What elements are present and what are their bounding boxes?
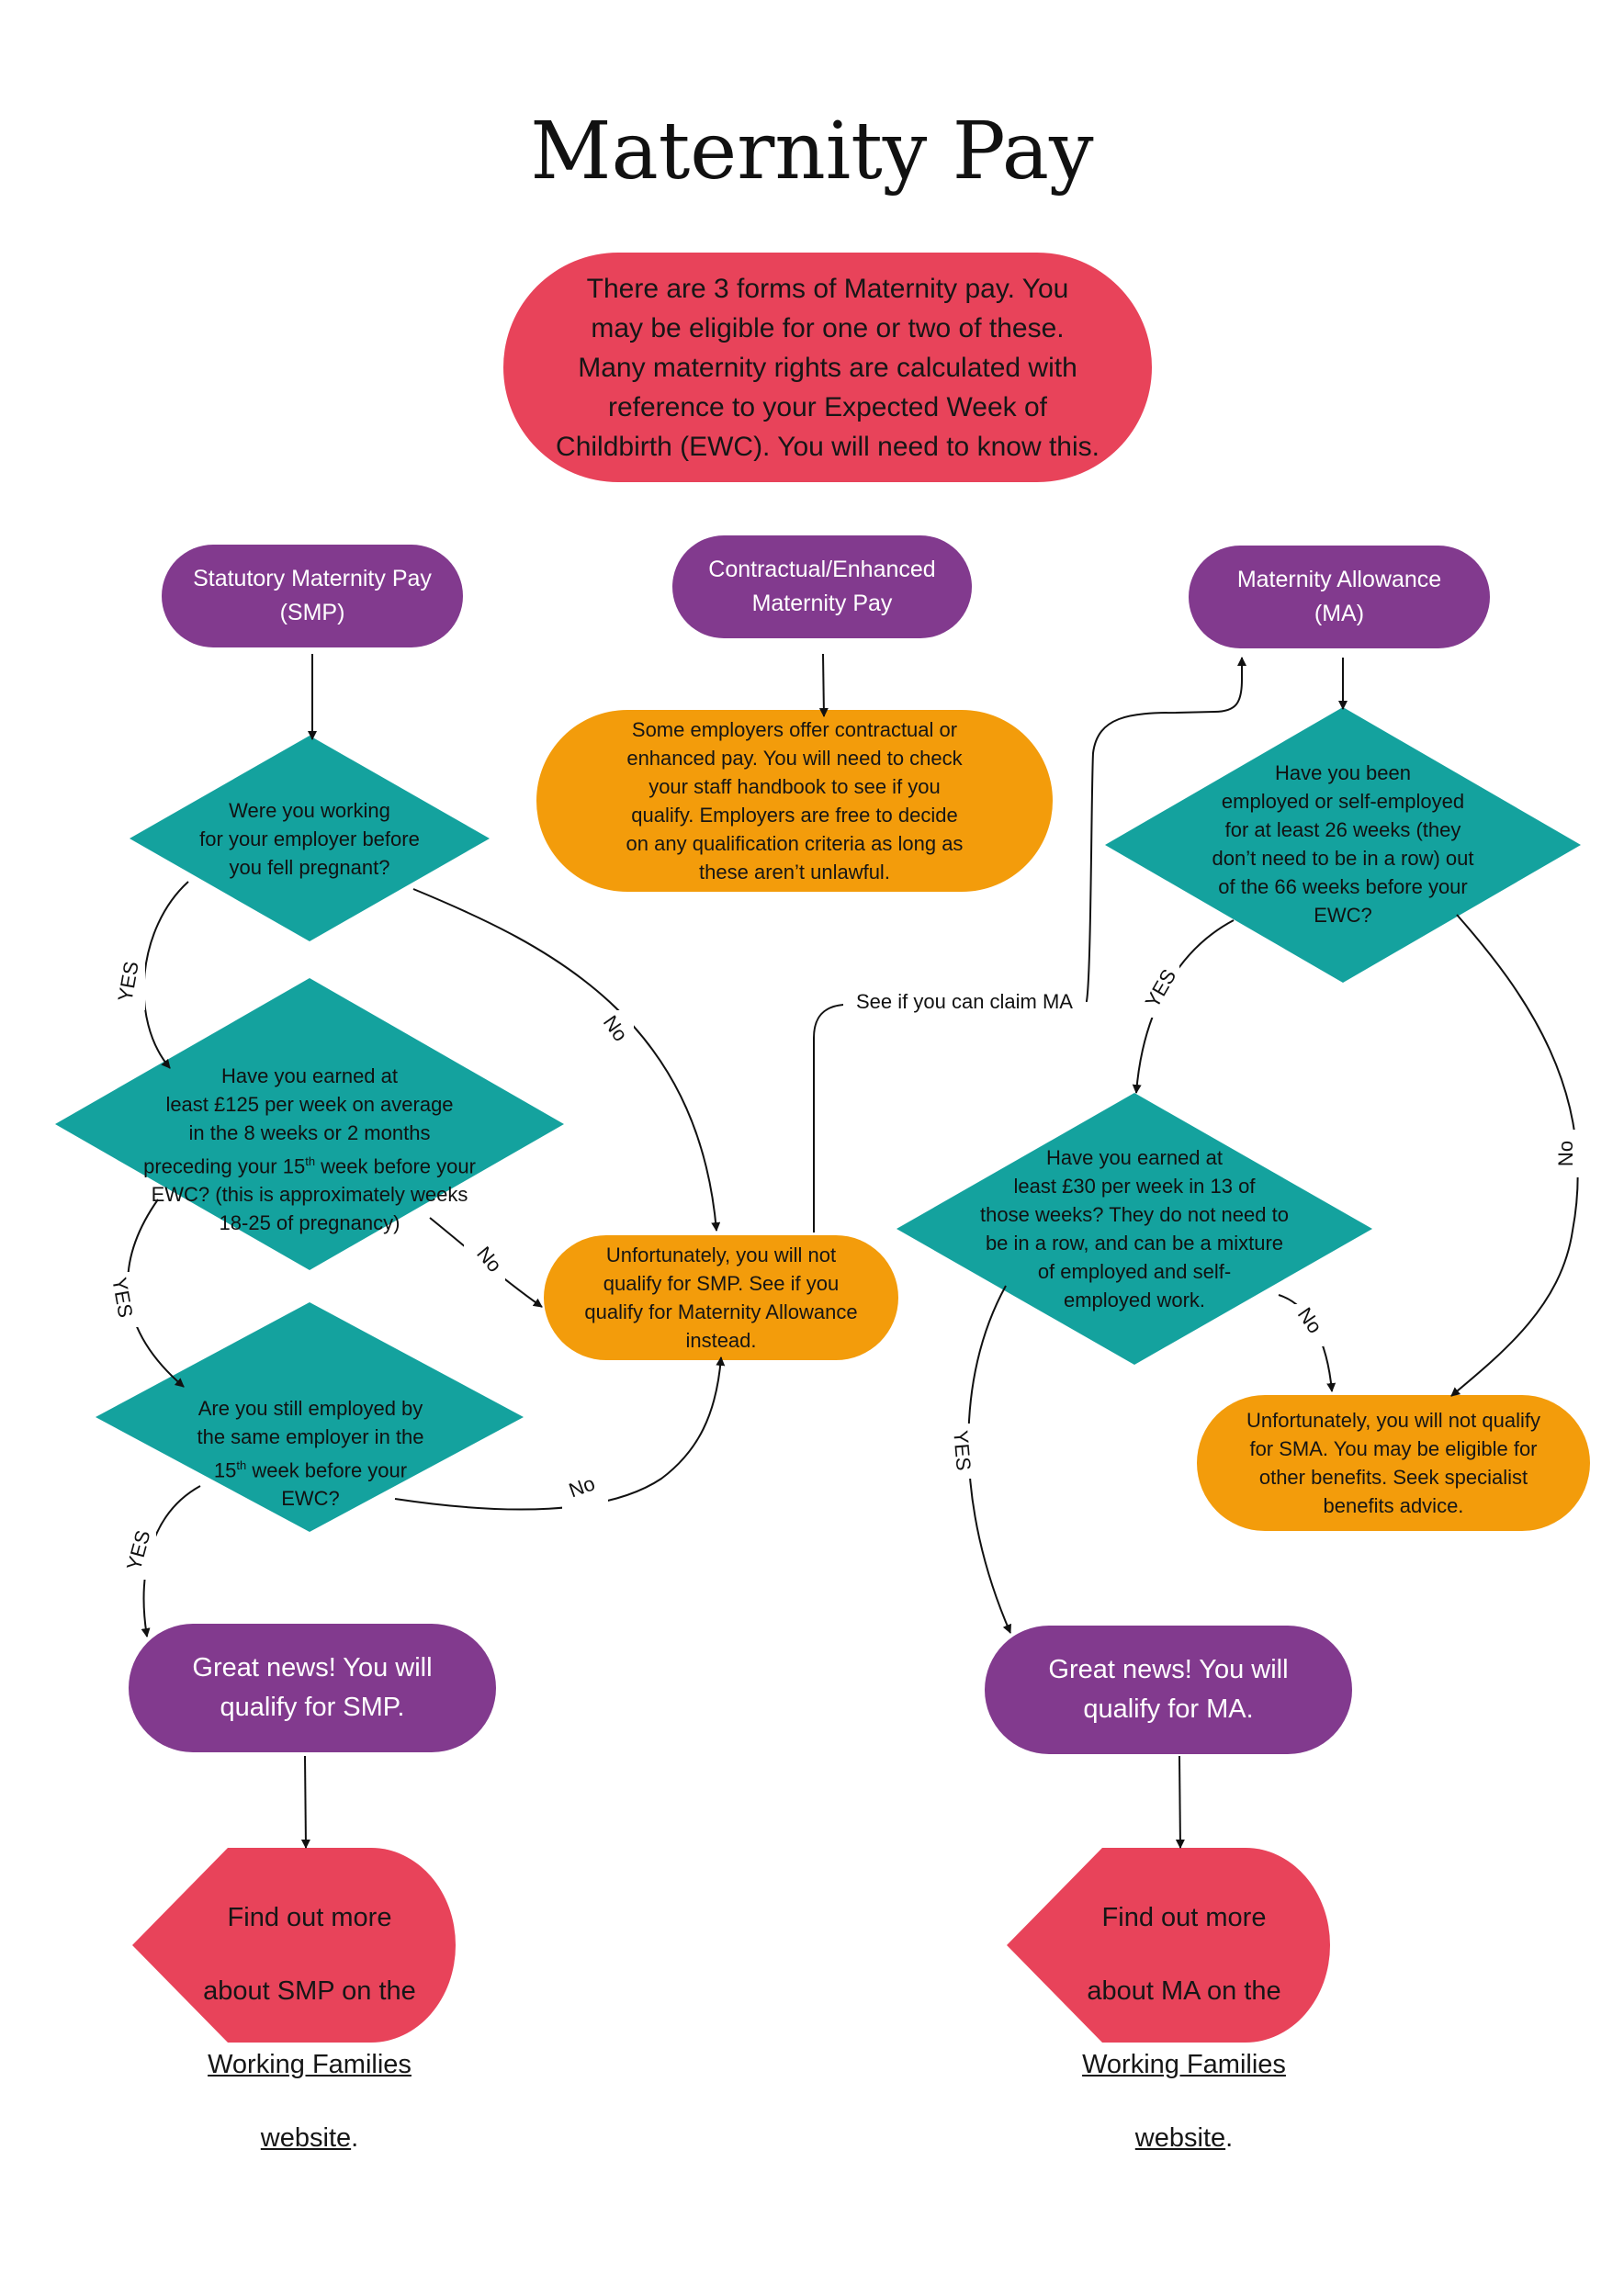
label-see-ma: See if you can claim MA xyxy=(856,990,1073,1013)
smp-q2-sup: th xyxy=(305,1154,316,1168)
smp-q3-diamond xyxy=(96,1302,524,1532)
label-bg-smp-q2-yes xyxy=(106,1272,142,1327)
ma-more-line1: Find out more xyxy=(1101,1903,1267,1932)
ma-more-line2: about MA on the xyxy=(1087,1976,1281,2006)
smp-q2-text-b: week before your EWC? (this is approxima… xyxy=(151,1154,476,1235)
contractual-note: Some employers offer contractual or enha… xyxy=(536,710,1053,892)
ma-q1-diamond xyxy=(1105,707,1581,983)
smp-more-link2[interactable]: website xyxy=(260,2123,352,2153)
arrow-smp-q1-no xyxy=(412,888,721,1232)
smp-not-qualify: Unfortunately, you will not qualify for … xyxy=(544,1235,898,1360)
contractual-header: Contractual/Enhanced Maternity Pay xyxy=(672,535,972,638)
label-bg-ma-q2-yes xyxy=(946,1424,983,1479)
smp-q3-text-b: week before your EWC? xyxy=(252,1458,408,1511)
arrow-ma-result-to-more xyxy=(1175,1755,1185,1849)
arrow-see-ma xyxy=(813,657,1246,1232)
label-bg-smp-q3-yes xyxy=(119,1525,156,1580)
label-bg-smp-q1-no xyxy=(588,1010,634,1052)
ma-not-qualify: Unfortunately, you will not qualify for … xyxy=(1197,1395,1590,1531)
smp-q1-diamond xyxy=(130,736,490,941)
ma-more-text: Find out more about MA on the Working Fa… xyxy=(1058,1863,1310,2153)
label-bg-smp-q3-no xyxy=(562,1477,608,1514)
smp-q3-sup: th xyxy=(236,1458,247,1472)
smp-more-line1: Find out more xyxy=(227,1903,392,1932)
label-bg-ma-q1-yes xyxy=(1139,964,1179,1018)
label-bg-smp-q2-no xyxy=(464,1244,505,1286)
smp-more-link1[interactable]: Working Families xyxy=(208,2050,412,2079)
ma-more-link2[interactable]: website xyxy=(1134,2123,1226,2153)
ma-more-tail: . xyxy=(1225,2123,1234,2153)
smp-header: Statutory Maternity Pay (SMP) xyxy=(162,545,463,647)
ma-q2-diamond xyxy=(897,1093,1372,1365)
smp-more-shape xyxy=(132,1848,456,2043)
label-bg-smp-q1-yes xyxy=(108,955,145,1010)
intro-box: There are 3 forms of Maternity pay. You … xyxy=(503,253,1152,482)
arrow-smp-result-to-more xyxy=(300,1755,310,1849)
smp-more-line2: about SMP on the xyxy=(203,1976,416,2006)
ma-more-link1[interactable]: Working Families xyxy=(1082,2050,1286,2079)
smp-q3-text-a: Are you still employed by the same emplo… xyxy=(197,1397,424,1482)
smp-result: Great news! You will qualify for SMP. xyxy=(129,1624,496,1752)
arrow-contractual-to-note xyxy=(818,653,829,717)
smp-more-tail: . xyxy=(351,2123,359,2153)
label-ma-q1-no: No xyxy=(1554,1141,1577,1166)
smp-q2-text: Have you earned at least £125 per week o… xyxy=(110,1029,509,1234)
smp-more-text: Find out more about SMP on the Working F… xyxy=(184,1863,435,2153)
arrow-smp-q3-no xyxy=(394,1356,726,1511)
smp-q2-diamond xyxy=(55,978,564,1270)
ma-header: Maternity Allowance (MA) xyxy=(1189,546,1490,648)
ma-more-shape xyxy=(1007,1848,1330,2043)
label-bg-ma-q1-no xyxy=(1562,1130,1598,1177)
label-bg-ma-q2-no xyxy=(1281,1304,1324,1346)
ma-q2-text: Have you earned at least £30 per week in… xyxy=(980,1146,1289,1311)
arrow-smp-q1-yes xyxy=(142,881,189,1069)
smp-q2-text-a: Have you earned at least £125 per week o… xyxy=(143,1064,454,1178)
label-bg-see-ma xyxy=(843,983,1086,1019)
page-title: Maternity Pay xyxy=(530,106,1094,197)
smp-q3-text: Are you still employed by the same emplo… xyxy=(165,1366,456,1510)
ma-q1-text: Have you been employed or self-employed … xyxy=(1212,761,1474,927)
smp-q1-text: Were you working for your employer befor… xyxy=(199,798,420,879)
label-ma-q2-yes: YES xyxy=(949,1429,976,1471)
ma-result: Great news! You will qualify for MA. xyxy=(985,1626,1352,1754)
arrow-ma-q1-no xyxy=(1450,914,1579,1397)
